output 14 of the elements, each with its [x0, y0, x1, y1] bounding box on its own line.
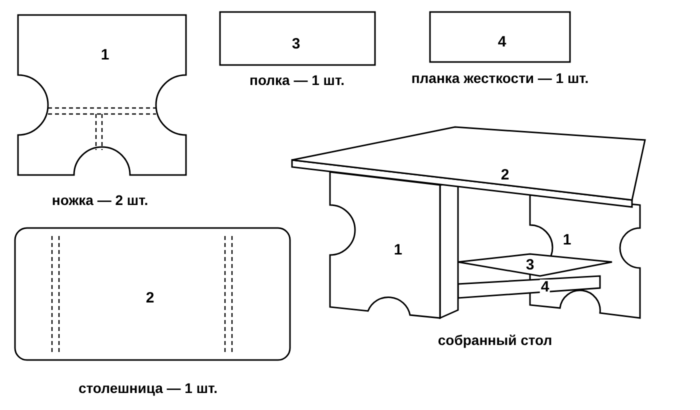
part-number: 1 [100, 48, 110, 62]
part-caption: планка жесткости — 1 шт. [411, 70, 589, 86]
part-number: 2 [144, 290, 156, 306]
part-caption: собранный стол [438, 332, 552, 348]
part-number: 2 [500, 168, 510, 182]
part-number: 3 [524, 258, 536, 272]
part-number: 1 [392, 242, 404, 258]
part-number: 3 [290, 36, 302, 52]
part-number: 4 [540, 280, 550, 294]
part-number: 4 [496, 34, 508, 50]
part-caption: столешница — 1 шт. [78, 380, 218, 396]
part-caption: полка — 1 шт. [250, 72, 344, 88]
part-number: 1 [562, 232, 572, 248]
part-caption: ножка — 2 шт. [52, 192, 148, 208]
